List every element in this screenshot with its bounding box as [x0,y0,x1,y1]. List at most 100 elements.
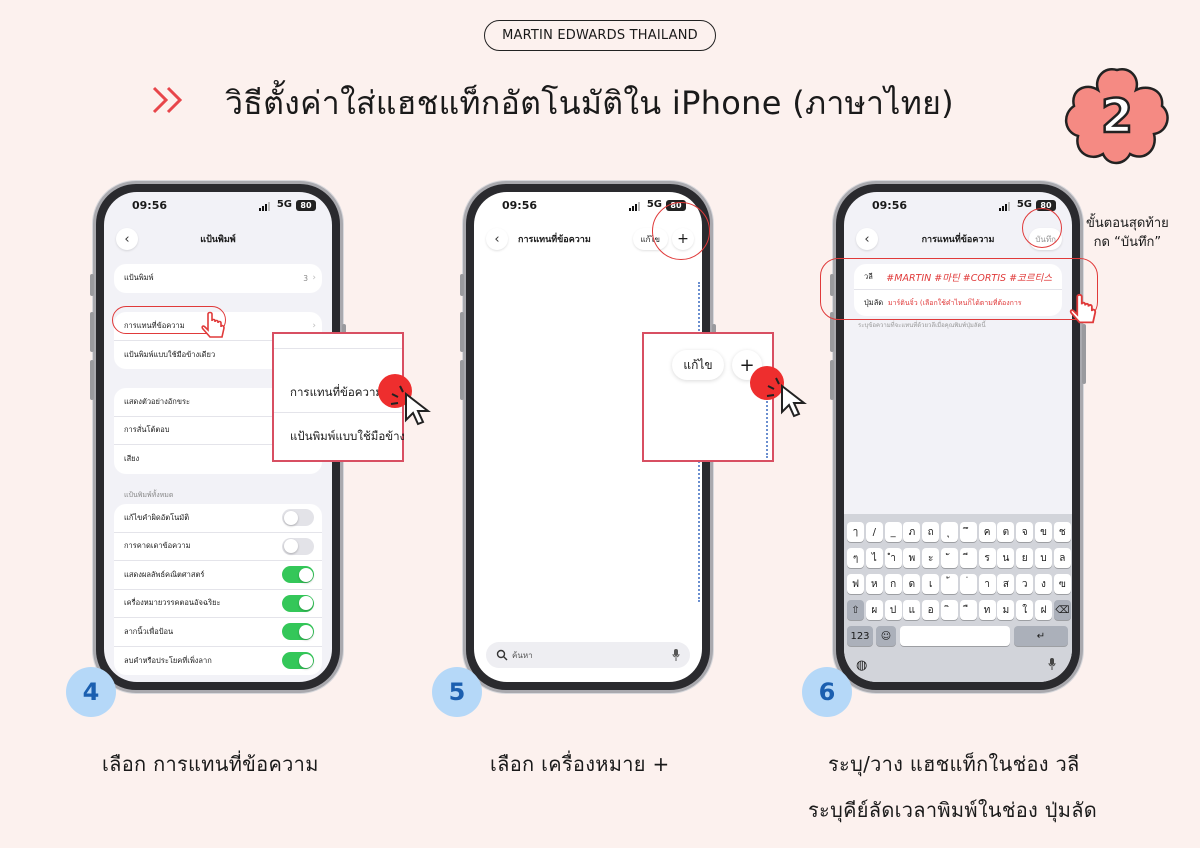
globe-icon[interactable]: ◍ [856,658,868,673]
keyboard-key[interactable]: ฃ [1053,574,1071,594]
battery-icon: 80 [1036,200,1056,211]
keyboard-key[interactable]: ม [997,600,1015,620]
toggle-row: ลบคำหรือประโยคที่เพิ่งลาก [114,647,322,676]
keyboard-key[interactable]: ผ [865,600,883,620]
microphone-icon[interactable] [1048,656,1056,670]
nav-title: แป้นพิมพ์ [200,235,236,245]
space-bar[interactable] [900,626,1010,646]
cursor-arrow-icon [766,377,807,418]
toggle-row: แก้ไขคำผิดอัตโนมัติ [114,504,322,533]
keyboard-key[interactable]: ิ [941,600,958,620]
settings-row-keyboards[interactable]: แป้นพิมพ์ 3 › [124,273,316,284]
keyboard-key[interactable]: ื [959,600,977,620]
back-button[interactable]: ‹ [856,228,878,250]
toggle-switch[interactable] [282,509,314,527]
keyboard-key[interactable]: ส [997,574,1015,594]
status-time: 09:56 [502,199,538,212]
toggle-row: การคาดเดาข้อความ [114,533,322,561]
keyboard-key[interactable]: ๆ [847,548,864,568]
keyboard-key[interactable]: ฝ [1035,600,1052,620]
double-chevron-icon [152,86,183,114]
keyboard-key[interactable]: _ [884,522,902,542]
keyboard-key[interactable]: ไ [865,548,883,568]
keyboard-key[interactable]: ภ [903,522,921,542]
keyboard-key[interactable]: พ [903,548,921,568]
settings-row-char-preview[interactable]: แสดงตัวอย่างอักขระ [114,388,322,417]
step-badge-6: 6 [802,667,852,717]
toggle-switch[interactable] [282,594,314,612]
settings-row-one-handed[interactable]: แป้นพิมพ์แบบใช้มือข้างเดียว [124,349,216,359]
phrase-value: #MARTIN #마틴 #CORTIS #코르티스 [886,272,1052,284]
chevron-left-icon: ‹ [494,231,500,247]
keyboard-key[interactable]: ⌫ [1053,600,1071,620]
return-key[interactable]: ↵ [1014,626,1068,646]
zoom-text-replacement: การแทนที่ข้อความ [290,385,383,399]
toggle-switch[interactable] [282,652,314,670]
keyboard-key[interactable]: ฟ [847,574,864,594]
keyboard-key[interactable]: ช [1053,522,1071,542]
settings-row-text-replacement[interactable]: การแทนที่ข้อความ › [114,312,322,341]
keyboard-key[interactable]: บ [1035,548,1052,568]
back-button[interactable]: ‹ [486,228,508,250]
keyboard-key[interactable]: ว [1016,574,1034,594]
settings-row-sound[interactable]: เสียง [124,454,140,464]
keyboard-key[interactable]: / [865,522,883,542]
keyboard-key[interactable]: ร [978,548,996,568]
keyboard-key[interactable]: จ [1016,522,1034,542]
keyboard-key[interactable]: ท [978,600,996,620]
keyboard-key[interactable]: ้ [941,574,958,594]
keyboard-key[interactable]: ต [997,522,1015,542]
signal-icon [629,202,640,211]
keyboard-key[interactable]: เ [922,574,940,594]
keyboard-key[interactable]: ะ [922,548,940,568]
keyboard-key[interactable]: ่ [959,574,977,594]
step-badge-4: 4 [66,667,116,717]
keyboard-key[interactable]: ด [903,574,921,594]
keyboard-key[interactable]: อ [922,600,940,620]
toggle-switch[interactable] [282,623,314,641]
shortcut-field[interactable]: ปุ่มลัด มาร์ตินจิ๋ว (เลือกใช้คำไหนก็ได้ต… [854,290,1062,316]
search-input[interactable]: ค้นหา [486,642,690,668]
hand-pointer-icon [1069,293,1097,324]
keyboard-key[interactable]: ป [884,600,902,620]
toggle-switch[interactable] [282,537,314,555]
highlight-form-fields [820,258,1098,320]
keyboard-key[interactable]: ง [1035,574,1052,594]
keyboard-key[interactable]: า [978,574,996,594]
back-button[interactable]: ‹ [116,228,138,250]
toggle-row: เครื่องหมายวรรคตอนอัจฉริยะ [114,590,322,618]
status-bar: 09:56 5G 80 [104,198,332,216]
numbers-key[interactable]: 123 [847,626,873,646]
keyboard-key[interactable]: ล [1053,548,1071,568]
keyboard-key[interactable]: ใ [1016,600,1034,620]
keyboard-key[interactable]: แ [903,600,921,620]
microphone-icon[interactable] [672,648,680,662]
keyboard-key[interactable]: ⇧ [847,600,864,620]
keyboard-key[interactable]: ำ [884,548,902,568]
emoji-key[interactable]: ☺ [876,626,896,646]
keyboard-key[interactable]: ย [1016,548,1034,568]
zoom-one-handed: แป้นพิมพ์แบบใช้มือข้างเดีย [290,429,404,443]
keyboard-key[interactable]: ถ [922,522,940,542]
keyboard-key[interactable]: น [997,548,1015,568]
phrase-field[interactable]: วลี #MARTIN #마틴 #CORTIS #코르티스 [854,264,1062,290]
keyboard-key[interactable]: ึ [959,522,977,542]
keyboard-key[interactable]: ห [865,574,883,594]
keyboard-key[interactable]: ั [941,548,958,568]
keyboard-key[interactable]: ก [884,574,902,594]
zoom-callout-2: แก้ไข + [642,332,774,462]
keyboard-key[interactable]: ค [978,522,996,542]
keyboard-key[interactable]: ี [959,548,977,568]
network-type: 5G [276,199,292,210]
status-time: 09:56 [872,199,908,212]
settings-row-haptic[interactable]: การสั่นโต้ตอบ [114,417,322,445]
keyboard-key[interactable]: ุ [941,522,958,542]
step-caption-6a: ระบุ/วาง แฮชแท็กในช่อง วลี [828,752,1080,776]
keyboard-key[interactable]: ข [1035,522,1052,542]
chevron-right-icon: › [312,320,316,331]
toggle-switch[interactable] [282,566,314,584]
signal-icon [999,202,1010,211]
chevron-left-icon: ‹ [124,231,130,247]
keyboard-key[interactable]: ๅ [847,522,864,542]
